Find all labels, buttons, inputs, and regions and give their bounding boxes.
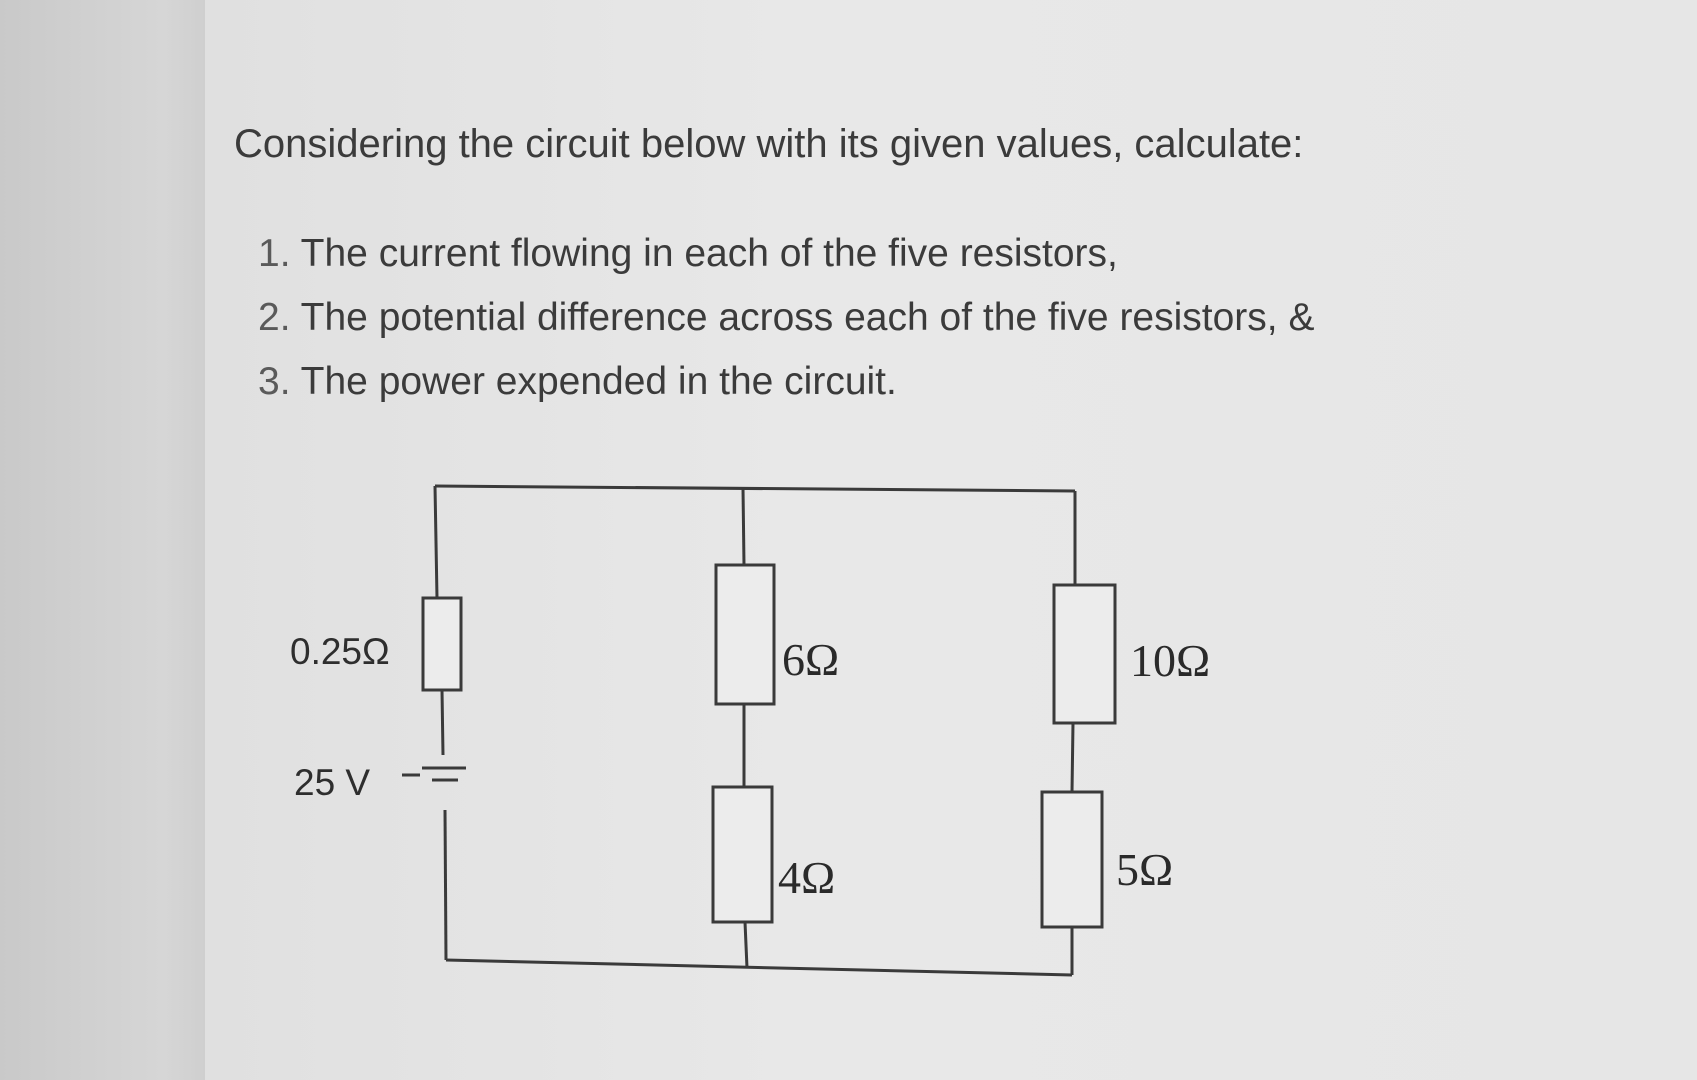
task-item-1: 1. The current flowing in each of the fi… xyxy=(258,222,1314,286)
task-item-2: 2. The potential difference across each … xyxy=(258,286,1314,350)
resistor-right-top xyxy=(1052,583,1117,725)
internal-resistance-label: 0.25Ω xyxy=(290,631,390,672)
resistor-middle-bottom-label: 4Ω xyxy=(778,852,835,903)
task-number: 3. xyxy=(258,360,291,403)
task-number: 1. xyxy=(258,232,291,275)
resistor-right-bottom-label: 5Ω xyxy=(1116,844,1173,895)
top-wire xyxy=(434,484,1076,493)
resistor-right-top-label: 10Ω xyxy=(1130,635,1210,686)
task-number: 2. xyxy=(258,296,291,339)
task-text: The potential difference across each of … xyxy=(300,296,1315,339)
left-wire-top xyxy=(433,485,439,599)
internal-resistor xyxy=(421,596,463,692)
left-margin-strip xyxy=(0,0,205,1080)
task-item-3: 3. The power expended in the circuit. xyxy=(258,350,1314,414)
resistor-right-bottom xyxy=(1040,790,1104,929)
middle-wire-bottom xyxy=(743,921,749,969)
bottom-wire xyxy=(445,958,1073,977)
content-panel xyxy=(205,0,1697,1080)
resistor-middle-top-label: 6Ω xyxy=(782,634,839,685)
middle-wire-top xyxy=(741,487,746,566)
right-wire-mid xyxy=(1070,722,1075,793)
source-voltage-label: 25 V xyxy=(294,762,370,803)
task-list: 1. The current flowing in each of the fi… xyxy=(258,222,1314,414)
left-wire-bottom xyxy=(443,809,448,961)
question-intro: Considering the circuit below with its g… xyxy=(234,122,1304,166)
resistor-middle-bottom xyxy=(711,785,774,924)
resistor-middle-top xyxy=(714,563,776,706)
task-text: The power expended in the circuit. xyxy=(300,360,897,403)
left-wire-mid xyxy=(440,689,445,756)
task-text: The current flowing in each of the five … xyxy=(300,232,1118,275)
